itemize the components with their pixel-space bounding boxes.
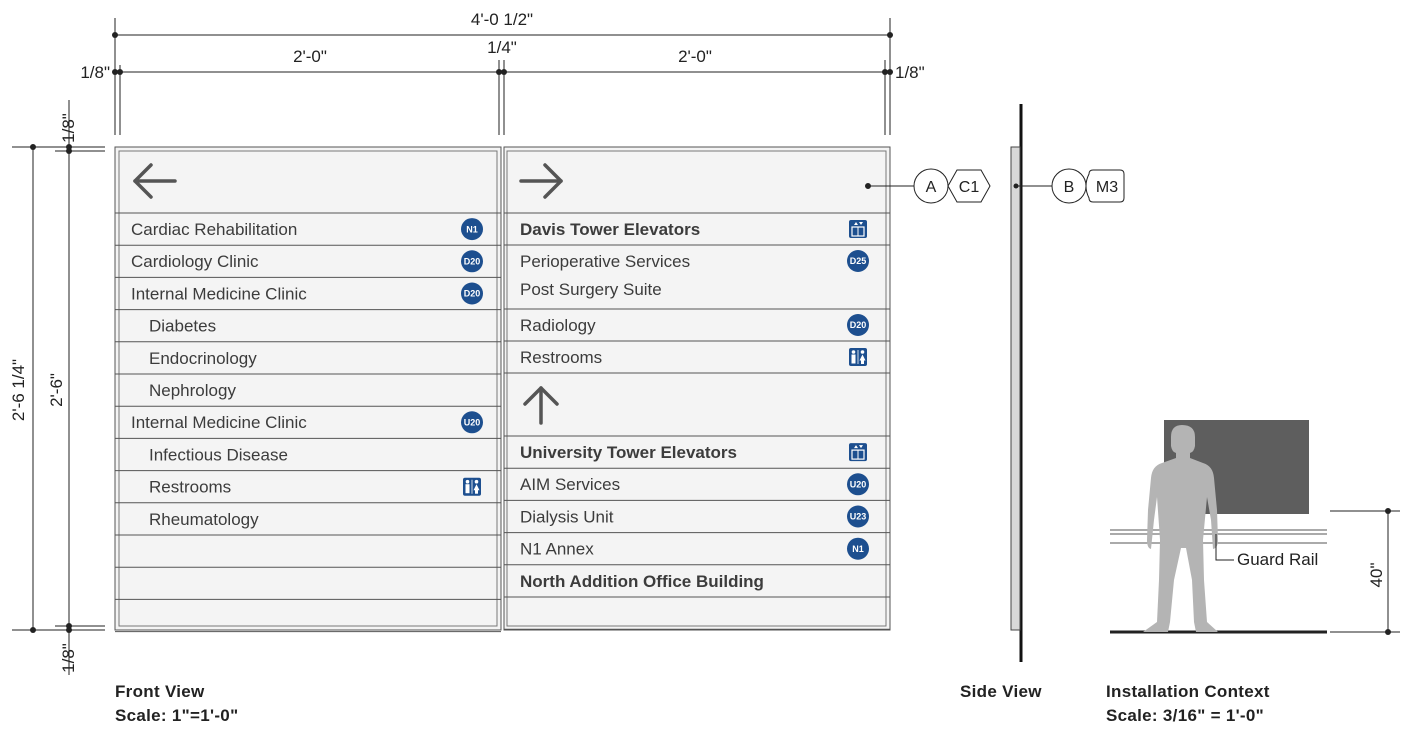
front-view-panels — [114, 146, 891, 631]
callout-front-code: C1 — [959, 179, 980, 196]
callout-side-code: M3 — [1096, 179, 1118, 196]
side-view-title: Side View — [960, 682, 1042, 701]
room-code: N1 — [852, 544, 864, 554]
room-code: D20 — [464, 289, 481, 299]
center-gap-dim: 1/4" — [487, 38, 517, 57]
right-row-label: Restrooms — [520, 348, 602, 367]
installation-title: Installation Context — [1106, 682, 1270, 701]
room-code: D20 — [464, 257, 481, 267]
installation-scale: Scale: 3/16" = 1'-0" — [1106, 706, 1265, 725]
left-row-label: Nephrology — [149, 381, 236, 400]
overall-width-dim: 4'-0 1/2" — [471, 10, 533, 29]
arrow-right-icon — [519, 163, 563, 199]
room-code-badge: U20 — [847, 473, 869, 496]
front-view-scale: Scale: 1"=1'-0" — [115, 706, 239, 725]
room-code-badge: D25 — [847, 250, 869, 272]
bottom-margin-dim: 1/8" — [59, 643, 78, 673]
right-row-label: University Tower Elevators — [520, 443, 737, 462]
room-code: N1 — [466, 224, 478, 234]
left-row-label: Internal Medicine Clinic — [131, 413, 307, 432]
room-code-badge: D20 — [461, 282, 483, 305]
side-view-caption: Side View — [960, 680, 1042, 704]
callout-front — [865, 168, 991, 204]
right-row-label: AIM Services — [520, 475, 620, 494]
overall-height-dim: 2'-6 1/4" — [9, 359, 28, 421]
right-panel-frame — [503, 146, 891, 631]
room-code: U20 — [850, 480, 867, 490]
left-row-label: Infectious Disease — [149, 445, 288, 464]
right-row-label-2: Post Surgery Suite — [520, 280, 662, 299]
vertical-dimensions — [12, 100, 105, 675]
horizontal-dimensions — [114, 18, 891, 135]
room-code-badge: D20 — [847, 314, 869, 336]
room-code-badge: N1 — [847, 537, 869, 560]
left-row-label: Rheumatology — [149, 510, 259, 529]
dimension-dots — [112, 32, 893, 75]
right-row-label: Davis Tower Elevators — [520, 220, 700, 239]
right-panel-width-dim: 2'-0" — [678, 47, 712, 66]
front-view-title: Front View — [115, 682, 205, 701]
room-code: U20 — [464, 418, 481, 428]
room-code-badge: U23 — [847, 505, 869, 528]
left-row-label: Diabetes — [149, 317, 216, 336]
left-row-label: Restrooms — [149, 478, 231, 497]
side-view — [1010, 104, 1125, 662]
right-row-label: Radiology — [520, 316, 596, 335]
restroom-icon — [463, 477, 481, 496]
left-row-label: Cardiac Rehabilitation — [131, 220, 297, 239]
person-figure — [1143, 425, 1218, 632]
installation-caption: Installation Context Scale: 3/16" = 1'-0… — [1106, 680, 1270, 728]
left-row-label: Internal Medicine Clinic — [131, 284, 307, 303]
elevator-icon — [849, 220, 867, 238]
arrow-up-icon — [523, 386, 559, 425]
elevator-icon — [849, 443, 867, 462]
room-code: U23 — [850, 512, 867, 522]
guard-rail-label: Guard Rail — [1237, 550, 1318, 569]
right-row-label: Perioperative Services — [520, 252, 690, 271]
left-row-label: Endocrinology — [149, 349, 257, 368]
room-code: D20 — [850, 320, 867, 330]
right-row-label: N1 Annex — [520, 540, 594, 559]
restroom-icon — [849, 348, 867, 366]
right-margin-dim: 1/8" — [895, 63, 925, 82]
vertical-dimension-dots — [30, 144, 72, 633]
top-margin-dim: 1/8" — [59, 113, 78, 143]
left-panel-width-dim: 2'-0" — [293, 47, 327, 66]
room-code-badge: U20 — [461, 411, 483, 434]
callout-front-letter: A — [926, 179, 937, 196]
room-code: D25 — [850, 256, 867, 266]
installation-context — [1110, 420, 1400, 635]
front-view-caption: Front View Scale: 1"=1'-0" — [115, 680, 238, 728]
left-margin-dim: 1/8" — [80, 63, 110, 82]
side-view-sign — [1010, 146, 1021, 631]
right-row-label: North Addition Office Building — [520, 572, 764, 591]
install-height-dim: 40" — [1367, 563, 1386, 588]
room-code-badge: N1 — [461, 218, 483, 241]
room-code-badge: D20 — [461, 250, 483, 273]
arrow-left-icon — [133, 163, 177, 199]
right-row-label: Dialysis Unit — [520, 507, 614, 526]
left-row-label: Cardiology Clinic — [131, 252, 259, 271]
left-panel-frame — [114, 146, 502, 631]
panel-height-dim: 2'-6" — [47, 373, 66, 407]
callout-side-letter: B — [1064, 179, 1075, 196]
